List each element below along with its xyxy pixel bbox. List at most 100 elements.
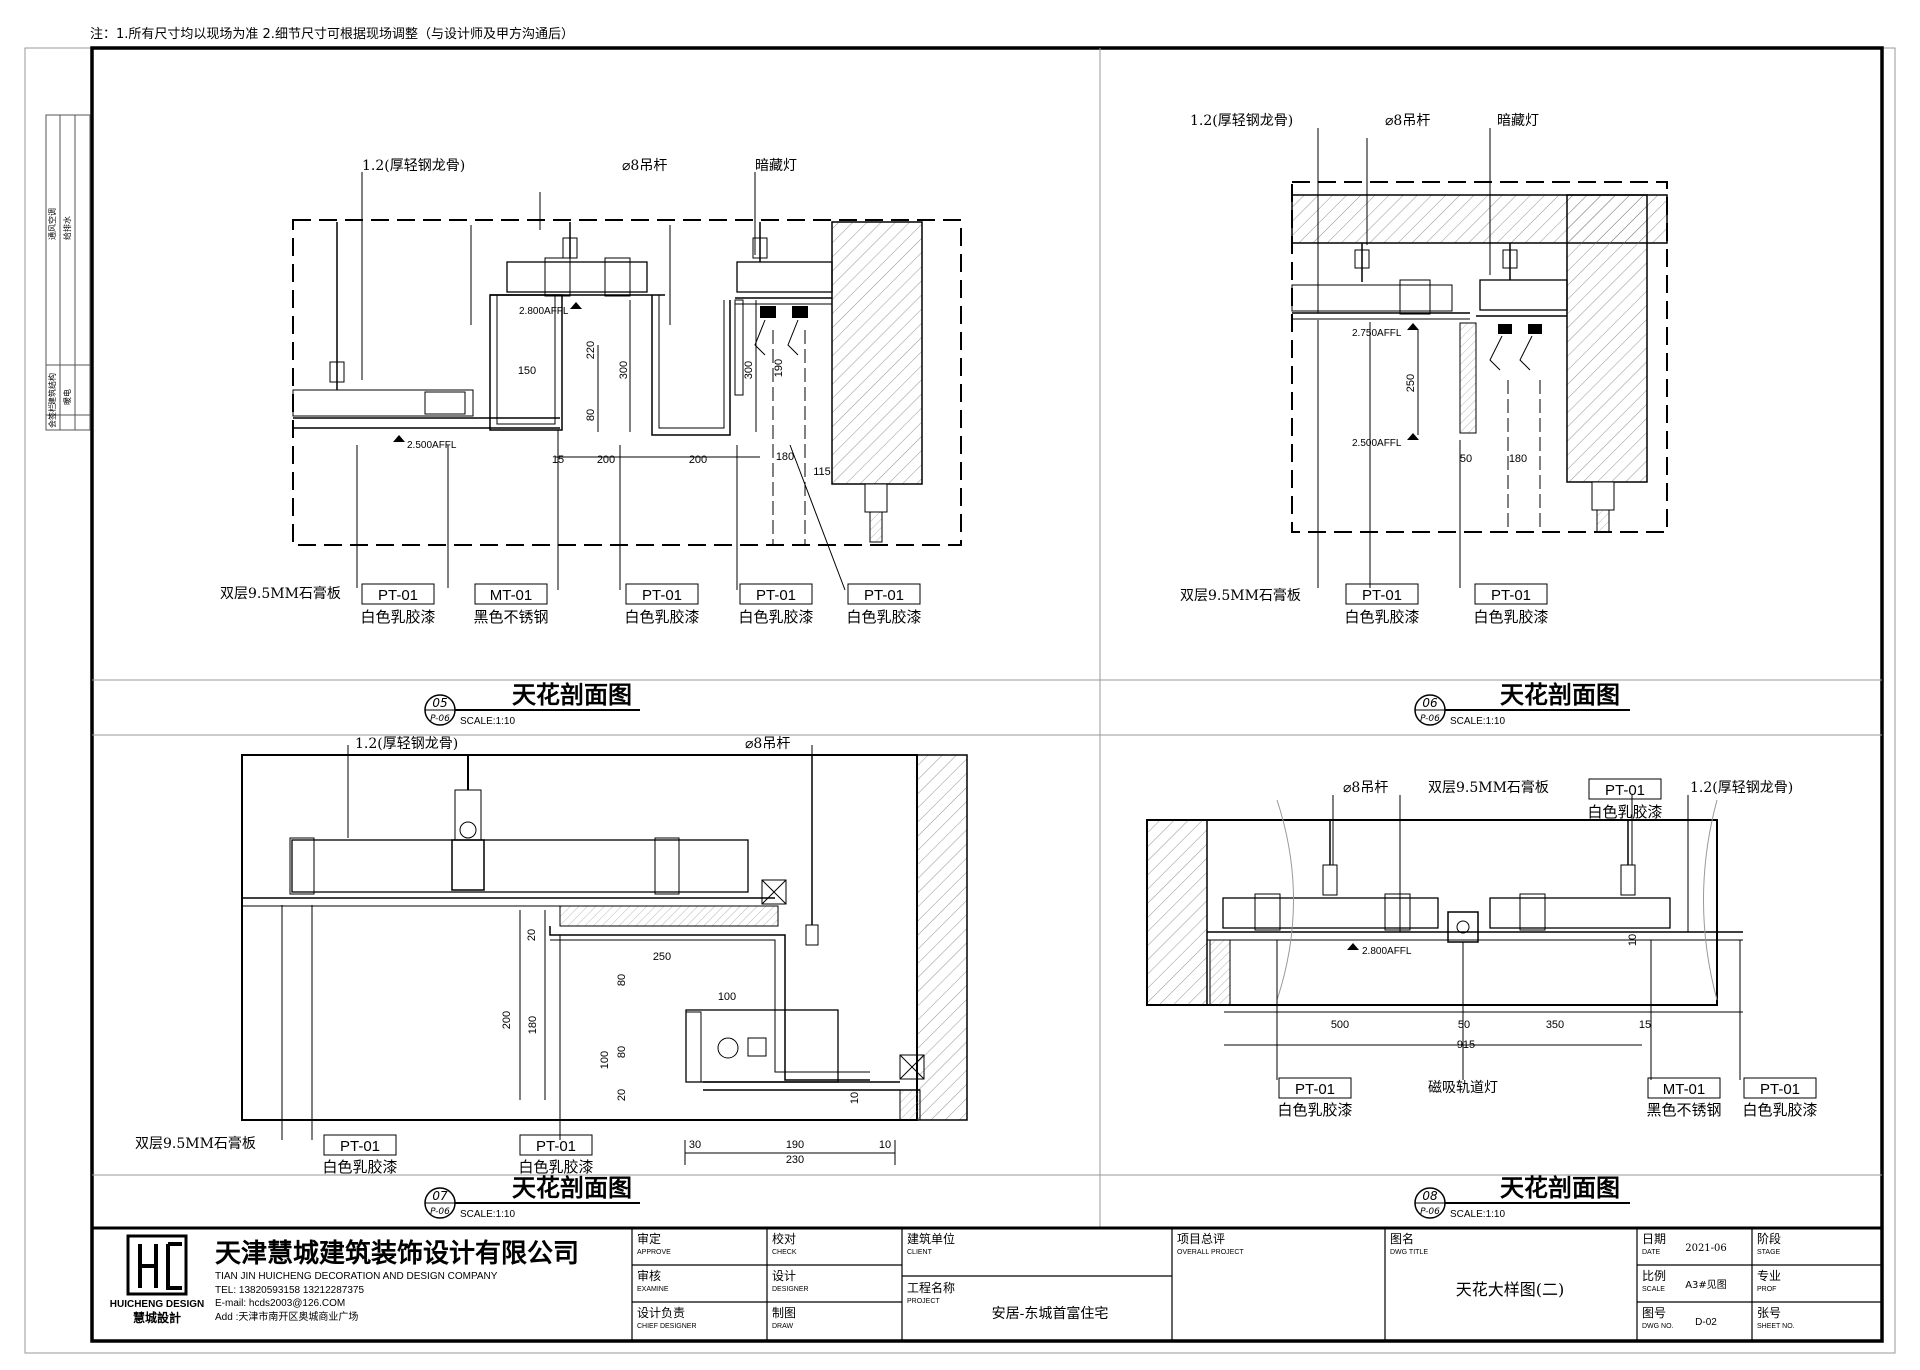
svg-text:白色乳胶漆: 白色乳胶漆	[624, 608, 699, 626]
company-address: Add :天津市南开区奥城商业广场	[215, 1310, 358, 1323]
svg-text:白色乳胶漆: 白色乳胶漆	[360, 608, 435, 626]
side-strip: 通风空调 给排水 建筑结构 暖电 会签栏	[45, 114, 91, 431]
company-email: E-mail: hcds2003@126.COM	[215, 1298, 345, 1309]
detail-06: 2.750AFFL 2.500AFFL 250 50 180 1.2(厚轻钢龙骨…	[1180, 113, 1668, 727]
d07-title: 天花剖面图	[512, 1174, 632, 1202]
svg-text:白色乳胶漆: 白色乳胶漆	[518, 1158, 593, 1176]
svg-text:制图: 制图	[772, 1306, 796, 1320]
d06-elev-2750: 2.750AFFL	[1352, 328, 1402, 339]
label-light-keel: 1.2(厚轻钢龙骨)	[362, 158, 465, 174]
svg-text:150: 150	[518, 365, 536, 377]
svg-text:APPROVE: APPROVE	[637, 1249, 671, 1256]
svg-text:500: 500	[1331, 1019, 1349, 1031]
svg-text:MT-01: MT-01	[1663, 1081, 1706, 1098]
svg-text:15: 15	[1639, 1019, 1651, 1031]
svg-text:白色乳胶漆: 白色乳胶漆	[1277, 1101, 1352, 1119]
svg-text:250: 250	[653, 951, 671, 963]
svg-text:CHIEF DESIGNER: CHIEF DESIGNER	[637, 1323, 697, 1330]
svg-text:DRAW: DRAW	[772, 1323, 794, 1330]
d07-scale: SCALE:1:10	[460, 1209, 515, 1220]
d06-sheetref: P-06	[1420, 714, 1440, 724]
svg-text:DESIGNER: DESIGNER	[772, 1286, 809, 1293]
d06-label-gypsum: 双层9.5MM石膏板	[1180, 587, 1301, 604]
svg-text:图名: 图名	[1390, 1231, 1414, 1246]
svg-text:200: 200	[597, 454, 615, 466]
svg-text:阶段: 阶段	[1757, 1231, 1781, 1246]
svg-text:通风空调: 通风空调	[47, 208, 57, 240]
svg-text:PROJECT: PROJECT	[907, 1298, 940, 1305]
label-gypsum: 双层9.5MM石膏板	[220, 585, 341, 602]
d06-label-light-keel: 1.2(厚轻钢龙骨)	[1190, 113, 1293, 129]
detail-08: 2.800AFFL 10 500 50 350 15 915 ⌀8吊杆 双层9.…	[1146, 778, 1818, 1220]
svg-text:白色乳胶漆: 白色乳胶漆	[1473, 608, 1548, 626]
svg-text:SCALE: SCALE	[1642, 1286, 1665, 1293]
label-hanger: ⌀8吊杆	[622, 158, 667, 174]
svg-text:915: 915	[1457, 1039, 1475, 1051]
company-tel: TEL: 13820593158 13212287375	[215, 1285, 364, 1296]
company-name-en: TIAN JIN HUICHENG DECORATION AND DESIGN …	[215, 1271, 498, 1282]
d08-elev-2800: 2.800AFFL	[1362, 946, 1412, 957]
svg-text:10: 10	[879, 1139, 891, 1151]
svg-text:DATE: DATE	[1642, 1249, 1660, 1256]
company-logo: HUICHENG DESIGN 慧城設計	[110, 1234, 204, 1325]
svg-text:80: 80	[616, 1046, 628, 1058]
scale-value: A3#见图	[1685, 1279, 1727, 1291]
svg-text:100: 100	[718, 991, 736, 1003]
svg-text:10: 10	[849, 1092, 861, 1104]
svg-text:MT-01: MT-01	[490, 587, 533, 604]
d06-label-hidden-light: 暗藏灯	[1497, 113, 1539, 129]
d06-elev-2500: 2.500AFFL	[1352, 438, 1402, 449]
svg-text:PT-01: PT-01	[1295, 1081, 1335, 1098]
svg-text:OVERALL PROJECT: OVERALL PROJECT	[1177, 1249, 1244, 1256]
svg-text:20: 20	[616, 1089, 628, 1101]
svg-text:PT-01: PT-01	[340, 1138, 380, 1155]
svg-text:CLIENT: CLIENT	[907, 1249, 933, 1256]
svg-text:日期: 日期	[1642, 1232, 1666, 1246]
d05-sheetref: P-06	[430, 714, 450, 724]
svg-text:350: 350	[1546, 1019, 1564, 1031]
svg-text:200: 200	[689, 454, 707, 466]
svg-text:230: 230	[786, 1154, 804, 1166]
svg-text:180: 180	[1509, 453, 1527, 465]
wall-section	[831, 221, 923, 485]
company-name-cn: 天津慧城建筑装饰设计有限公司	[215, 1238, 579, 1269]
svg-text:115: 115	[813, 466, 831, 478]
d08-sheetref: P-06	[1420, 1207, 1440, 1217]
svg-text:180: 180	[776, 451, 794, 463]
svg-text:审定: 审定	[637, 1231, 661, 1246]
svg-text:PT-01: PT-01	[1605, 782, 1645, 799]
svg-text:白色乳胶漆: 白色乳胶漆	[846, 608, 921, 626]
elev-2800: 2.800AFFL	[519, 306, 569, 317]
d08-num: 08	[1422, 1189, 1438, 1203]
d06-scale: SCALE:1:10	[1450, 716, 1505, 727]
d05-num: 05	[432, 696, 447, 710]
svg-text:PT-01: PT-01	[864, 587, 904, 604]
d07-label-gypsum: 双层9.5MM石膏板	[135, 1135, 256, 1152]
svg-text:白色乳胶漆: 白色乳胶漆	[1742, 1101, 1817, 1119]
svg-text:STAGE: STAGE	[1757, 1249, 1781, 1256]
svg-text:审核: 审核	[637, 1268, 661, 1283]
d08-label-light-keel: 1.2(厚轻钢龙骨)	[1690, 780, 1793, 796]
svg-text:220: 220	[585, 341, 597, 359]
svg-text:建筑单位: 建筑单位	[907, 1231, 955, 1246]
svg-text:10: 10	[1627, 934, 1639, 946]
svg-text:白色乳胶漆: 白色乳胶漆	[1344, 608, 1419, 626]
d07-label-light-keel: 1.2(厚轻钢龙骨)	[355, 736, 458, 752]
svg-text:80: 80	[616, 974, 628, 986]
svg-text:190: 190	[786, 1139, 804, 1151]
svg-text:项目总评: 项目总评	[1177, 1232, 1225, 1246]
detail-07: 20 250 80 200 180 100 100 80 20 10 30 19…	[135, 736, 968, 1220]
logo-cn: 慧城設計	[133, 1310, 181, 1325]
svg-text:SHEET NO.: SHEET NO.	[1757, 1323, 1795, 1330]
d06-title: 天花剖面图	[1500, 681, 1620, 709]
svg-text:暖电: 暖电	[62, 389, 72, 405]
d08-scale: SCALE:1:10	[1450, 1209, 1505, 1220]
project-name: 安居-东城首富住宅	[992, 1305, 1109, 1322]
svg-text:PT-01: PT-01	[378, 587, 418, 604]
d08-title: 天花剖面图	[1500, 1174, 1620, 1202]
svg-text:190: 190	[773, 359, 785, 377]
svg-text:比例: 比例	[1642, 1269, 1666, 1283]
svg-text:专业: 专业	[1757, 1268, 1781, 1283]
d05-scale: SCALE:1:10	[460, 716, 515, 727]
svg-text:EXAMINE: EXAMINE	[637, 1286, 669, 1293]
